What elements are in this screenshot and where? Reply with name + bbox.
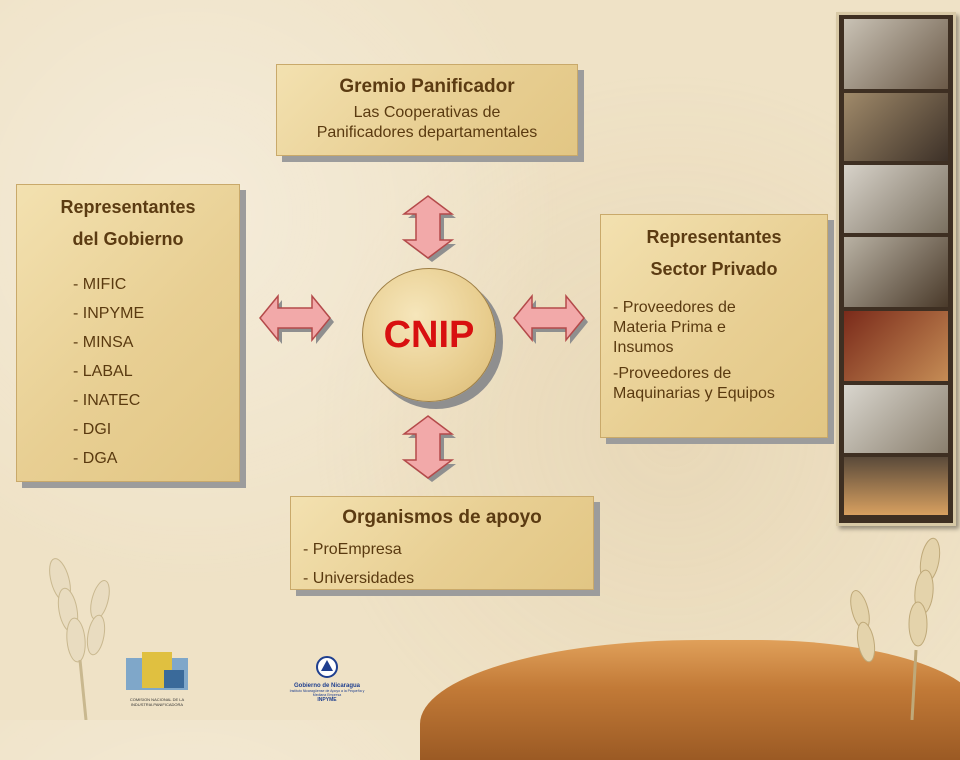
privado-title-line1: Representantes [646, 227, 782, 247]
list-item: - LABAL [73, 363, 133, 380]
arrow-left-right-right-icon [513, 293, 588, 344]
wheat-right-icon [850, 537, 941, 720]
cnip-logo-mark-icon [126, 652, 188, 690]
list-item: - ProEmpresa [303, 541, 402, 558]
arrow-up-down-top-icon [401, 195, 456, 262]
inpyme-logo-title: Gobierno de Nicaragua [293, 683, 360, 689]
gremio-line1: Las Cooperativas de [353, 104, 501, 121]
inpyme-logo-sub: Instituto Nicaragüense de Apoyo a la Peq… [289, 689, 365, 697]
bakery-photo [844, 385, 948, 453]
apoyo-card: Organismos de apoyo - ProEmpresa - Unive… [290, 496, 594, 590]
cnip-label: CNIP [383, 313, 475, 356]
nicaragua-seal-icon [316, 656, 338, 678]
cnip-logo: COMISION NACIONAL DE LA INDUSTRIA PANIFI… [124, 648, 190, 707]
bakery-photo [844, 237, 948, 307]
list-item: - Universidades [303, 570, 415, 587]
list-item: - INPYME [73, 305, 145, 322]
privado-item1-line2: Materia Prima e [613, 319, 726, 336]
gobierno-list: - MIFIC - INPYME - MINSA - LABAL - INATE… [17, 270, 239, 473]
gobierno-card: Representantes del Gobierno - MIFIC - IN… [16, 184, 240, 482]
privado-list: - Proveedores de Materia Prima e Insumos… [601, 298, 827, 404]
gremio-line2: Panificadores departamentales [316, 124, 538, 141]
list-item: - DGI [73, 421, 112, 438]
inpyme-logo-acronym: INPYME [317, 697, 337, 703]
privado-card: Representantes Sector Privado - Proveedo… [600, 214, 828, 438]
list-item: - DGA [73, 450, 118, 467]
gremio-card: Gremio Panificador Las Cooperativas de P… [276, 64, 578, 156]
bakery-photo [844, 93, 948, 161]
bakery-photo [844, 19, 948, 89]
cnip-logo-text: COMISION NACIONAL DE LA INDUSTRIA PANIFI… [129, 697, 185, 707]
arrow-left-right-left-icon [259, 293, 334, 344]
apoyo-list: - ProEmpresa - Universidades [291, 535, 593, 593]
privado-item2-line1: -Proveedores de [613, 365, 732, 382]
arrow-up-down-bottom-icon [401, 415, 456, 482]
wheat-left-icon [49, 558, 110, 720]
bakery-photo [844, 165, 948, 233]
gobierno-title-line2: del Gobierno [72, 229, 184, 249]
privado-item1-line1: - Proveedores de [613, 299, 736, 316]
bakery-photo-strip [836, 12, 956, 526]
gremio-title: Gremio Panificador [339, 76, 515, 97]
bakery-photo [844, 311, 948, 381]
cnip-hub: CNIP [362, 268, 496, 402]
privado-item2-line2: Maquinarias y Equipos [613, 385, 775, 402]
apoyo-title: Organismos de apoyo [342, 507, 542, 528]
gobierno-title-line1: Representantes [60, 197, 196, 217]
privado-item1-line3: Insumos [613, 339, 674, 356]
privado-title-line2: Sector Privado [650, 259, 778, 279]
list-item: - MIFIC [73, 276, 127, 293]
list-item: - MINSA [73, 334, 134, 351]
list-item: - INATEC [73, 392, 141, 409]
inpyme-logo: Gobierno de Nicaragua Instituto Nicaragü… [288, 656, 366, 712]
bakery-photo [844, 457, 948, 515]
